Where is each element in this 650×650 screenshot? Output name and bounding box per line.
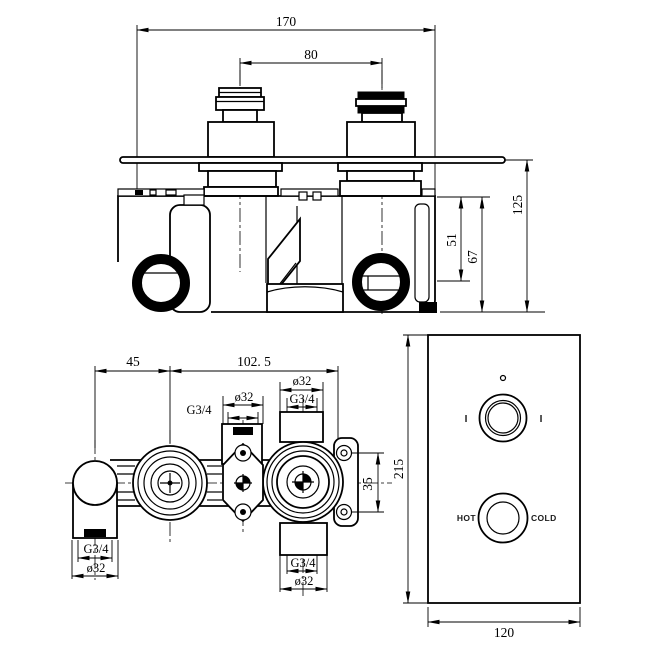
valve-body bbox=[117, 188, 437, 313]
dim-lower-depth: 67 bbox=[465, 196, 485, 313]
dim-170-label: 170 bbox=[276, 14, 297, 29]
wall-plate-edge bbox=[119, 156, 506, 164]
plan-view: 45 102. 5 ø32 G3/4 ø32 G3/4 bbox=[65, 354, 392, 598]
right-valve-stem bbox=[346, 91, 416, 158]
dim-plate-width: 120 bbox=[427, 607, 581, 640]
body-rib bbox=[135, 190, 143, 195]
hot-label: HOT bbox=[457, 513, 477, 523]
dim-80-label: 80 bbox=[304, 47, 318, 62]
dim-120-label: 120 bbox=[494, 625, 515, 640]
dim-plate-height: 215 bbox=[391, 334, 430, 604]
diverter-knob bbox=[478, 393, 528, 443]
right-port-thread-label: G3/4 bbox=[290, 392, 316, 406]
mid-port-thread-label: G3/4 bbox=[187, 403, 213, 417]
dim-stem-spacing: 80 bbox=[239, 47, 383, 88]
dim-215-label: 215 bbox=[391, 459, 406, 480]
bottom-outlet-box bbox=[279, 522, 328, 556]
body-foot bbox=[419, 302, 437, 313]
body-step bbox=[266, 283, 344, 313]
dim-125-label: 125 bbox=[510, 195, 525, 216]
left-outlet-thread-label: G3/4 bbox=[84, 542, 110, 556]
front-view: 170 80 bbox=[117, 14, 545, 316]
right-knob-plan bbox=[262, 441, 344, 523]
dim-67-label: 67 bbox=[465, 250, 480, 264]
mid-flange bbox=[222, 443, 264, 522]
dim-port-span: 102. 5 bbox=[169, 354, 339, 448]
thermostat-cartridge-plan bbox=[132, 445, 208, 521]
right-port-dia-label: ø32 bbox=[293, 374, 312, 388]
dim-mid-port: ø32 G3/4 bbox=[187, 390, 264, 424]
left-outlet-dia-label: ø32 bbox=[87, 561, 106, 575]
right-stem-flange bbox=[337, 162, 423, 197]
dim-upper-depth: 51 bbox=[437, 196, 490, 282]
bottom-outlet-thread-label: G3/4 bbox=[291, 556, 317, 570]
left-valve-stem bbox=[207, 87, 275, 158]
indicator-dot bbox=[499, 374, 507, 382]
right-tick-mark: I bbox=[540, 414, 543, 425]
dim-bracket-holes: 35 bbox=[352, 452, 384, 513]
left-tick-mark: I bbox=[465, 414, 468, 425]
dim-102-5-label: 102. 5 bbox=[237, 354, 271, 369]
dim-51-label: 51 bbox=[444, 233, 459, 247]
left-inlet-port bbox=[132, 254, 190, 312]
dim-left-outlet: G3/4 ø32 bbox=[71, 540, 119, 579]
dim-45-label: 45 bbox=[126, 354, 140, 369]
cold-label: COLD bbox=[531, 513, 557, 523]
left-outlet bbox=[72, 460, 118, 539]
bottom-outlet-dia-label: ø32 bbox=[295, 574, 314, 588]
temperature-knob bbox=[477, 492, 529, 544]
mid-port-dia-label: ø32 bbox=[235, 390, 254, 404]
left-stem-flange bbox=[198, 162, 283, 197]
dim-left-offset: 45 bbox=[94, 354, 171, 448]
right-inlet-port bbox=[352, 253, 410, 311]
right-port-box bbox=[279, 411, 324, 443]
dim-bottom-outlet: G3/4 ø32 bbox=[279, 555, 328, 592]
diverter-lever bbox=[267, 216, 301, 304]
faceplate-view: I I HOT COLD 215 120 bbox=[391, 334, 581, 640]
dim-right-port: ø32 G3/4 bbox=[279, 374, 324, 412]
dim-overall-height: 125 bbox=[440, 159, 545, 313]
dim-35-label: 35 bbox=[360, 477, 375, 491]
